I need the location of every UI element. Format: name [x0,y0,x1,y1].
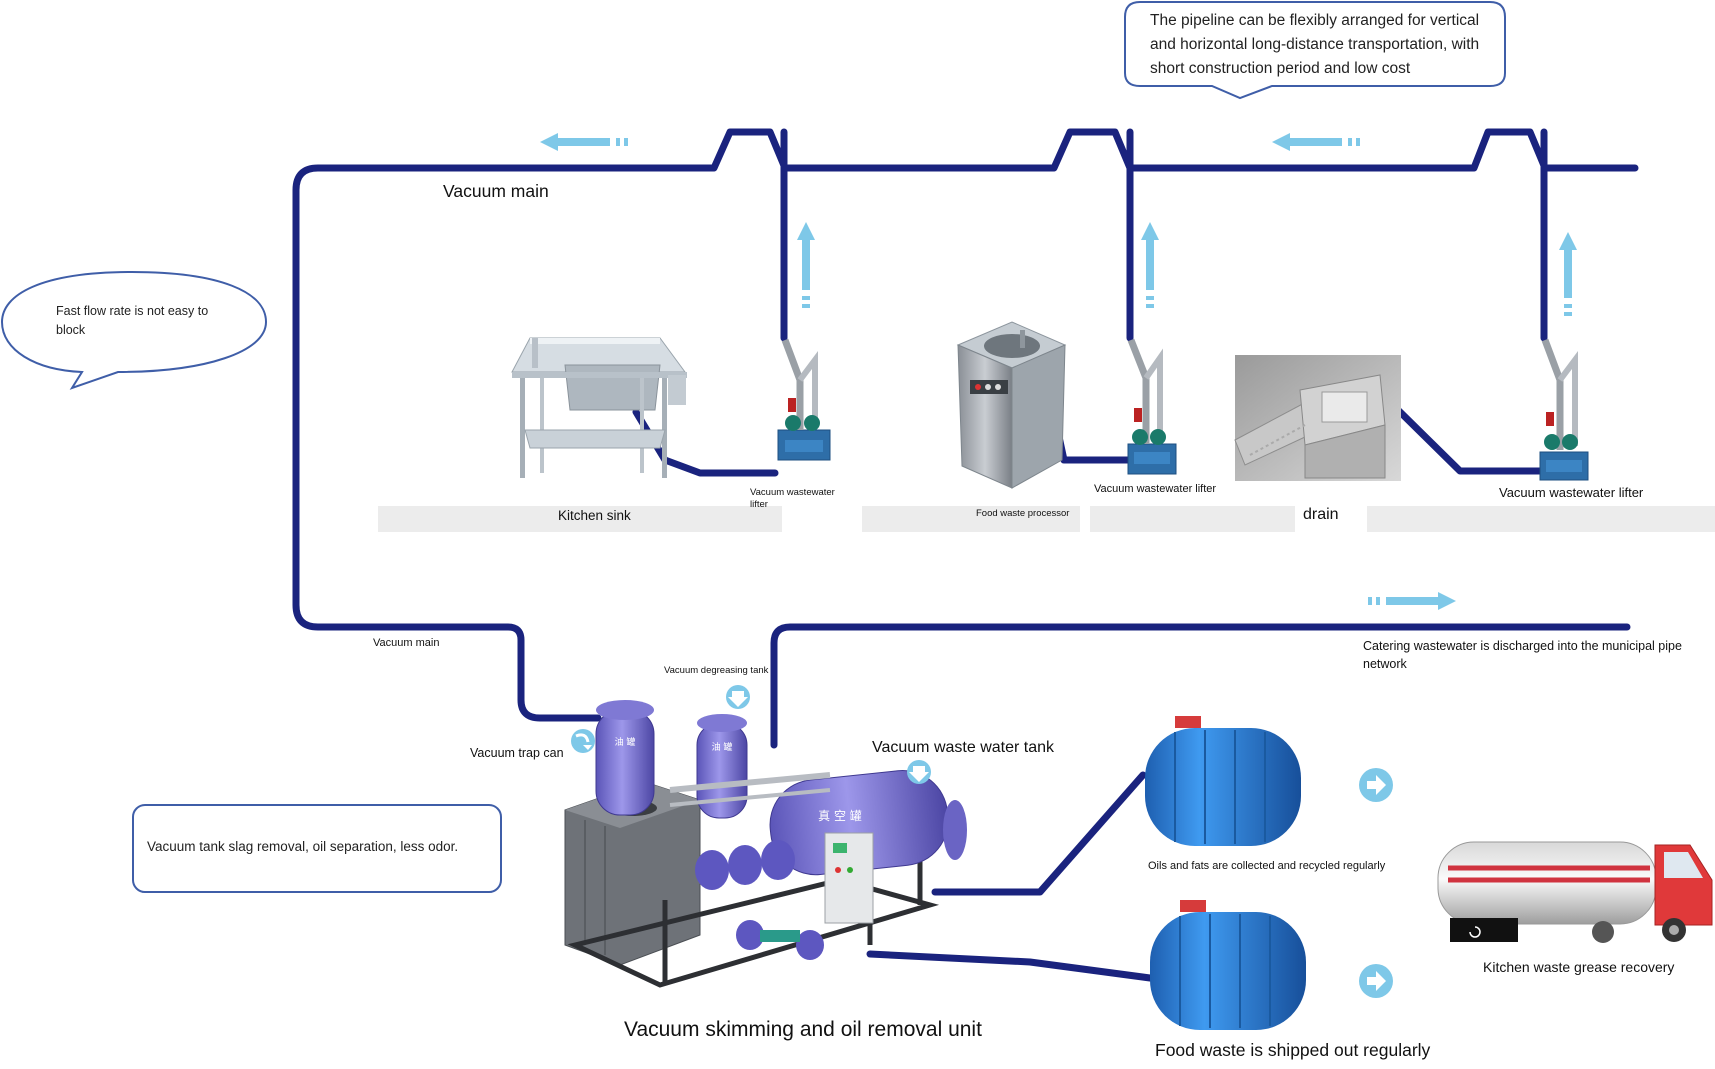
kitchen-grease-recovery-label: Kitchen waste grease recovery [1483,959,1675,975]
food-waste-processor-illustration [956,321,1067,489]
vacuum-main-label-top: Vacuum main [443,181,549,201]
kitchen-sink-illustration [511,337,687,478]
circle-arrow-right-icon [1359,964,1393,998]
vacuum-wastewater-lifter-1 [777,338,831,461]
flow-arrow-left-icon [540,133,628,151]
drain-label: drain [1303,506,1339,523]
pointer-curve-icon [571,729,595,753]
flow-arrow-left-icon [1272,133,1360,151]
vacuum-waste-water-tank-label: Vacuum waste water tank [872,739,1055,756]
pipeline-callout-text: The pipeline can be flexibly arranged fo… [1150,12,1480,78]
flow-arrow-right-icon [1368,592,1456,610]
food-waste-storage-tank [1150,900,1306,1030]
food-waste-shipped-label: Food waste is shipped out regularly [1155,1040,1431,1060]
vacuum-main-label-bottom: Vacuum main [373,637,440,649]
trap-can-mark: 油 罐 [615,736,636,748]
lifter-1-label: Vacuum wastewater lifter [750,487,835,511]
kitchen-sink-label: Kitchen sink [558,508,631,523]
vacuum-degreasing-tank-label: Vacuum degreasing tank [664,665,769,676]
unit-title: Vacuum skimming and oil removal unit [624,1018,982,1041]
callout-pipeline-bubble [1124,1,1506,100]
flow-rate-callout-text: Fast flow rate is not easy to block [56,304,209,338]
vacuum-wastewater-lifter-3 [1539,338,1589,481]
oil-removal-unit-illustration: 油 罐 油 罐 真 空 罐 [564,700,967,988]
equipment-shelf [378,506,1715,532]
shelf-gap [1080,500,1090,538]
waste-tank-mark: 真 空 罐 [818,809,862,823]
oils-fats-label: Oils and fats are collected and recycled… [1148,860,1386,872]
lifter-3-label: Vacuum wastewater lifter [1499,485,1644,500]
flow-arrow-up-icon [797,222,1577,316]
shelf-gap [782,500,862,538]
tanker-truck-illustration [1437,841,1713,943]
lifter-2-label: Vacuum wastewater lifter [1094,483,1217,495]
pointer-down-icon [907,760,931,784]
food-waste-processor-label: Food waste processor [976,508,1070,519]
degreasing-tank-mark: 油 罐 [712,741,733,753]
catering-wastewater-label: Catering wastewater is discharged into t… [1363,639,1682,672]
callout-flow-rate-bubble [0,270,268,390]
vacuum-wastewater-lifter-2 [1127,338,1177,475]
shelf-gap [1295,500,1367,538]
drain-illustration [1234,355,1401,481]
pointer-down-icon [726,685,750,709]
vacuum-trap-can-label: Vacuum trap can [470,746,564,760]
oils-fats-storage-tank [1145,716,1301,846]
circle-arrow-right-icon [1359,768,1393,802]
vacuum-tank-callout-text: Vacuum tank slag removal, oil separation… [147,839,459,854]
callout-vacuum-tank-box [132,804,502,893]
